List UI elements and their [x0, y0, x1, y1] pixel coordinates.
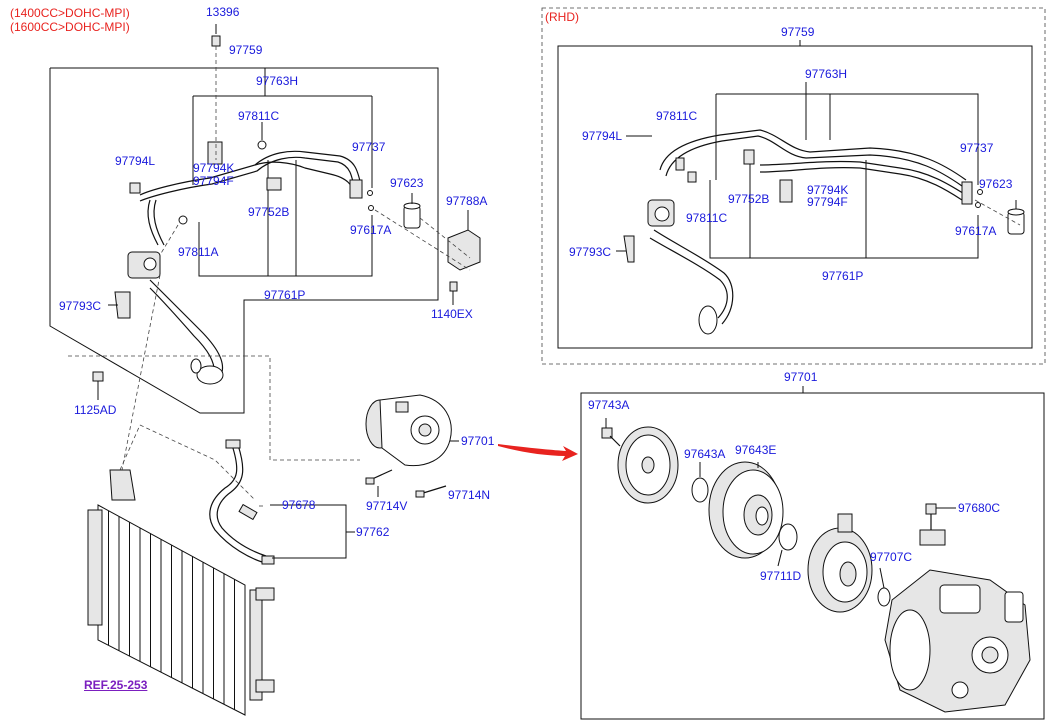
detail-part-label-97711d[interactable]: 97711D	[760, 569, 802, 583]
rhd-part-label-97811c-low[interactable]: 97811C	[686, 211, 728, 225]
rhd-part-label-97737[interactable]: 97737	[960, 141, 994, 155]
rhd-part-label-97761p[interactable]: 97761P	[822, 269, 864, 283]
compressor-small	[365, 394, 459, 498]
detail-part-label-97643e[interactable]: 97643E	[735, 443, 777, 457]
part-label-97623[interactable]: 97623	[390, 176, 424, 190]
part-label-1140ex[interactable]: 1140EX	[431, 307, 473, 321]
part-label-1125ad[interactable]: 1125AD	[74, 403, 117, 417]
engine-note-1600: (1600CC>DOHC-MPI)	[10, 20, 130, 34]
rhd-part-label-97759[interactable]: 97759	[781, 25, 815, 39]
detail-part-label-97643a[interactable]: 97643A	[684, 447, 726, 461]
part-label-97793c[interactable]: 97793C	[59, 299, 102, 313]
detail-part-label-97743a[interactable]: 97743A	[588, 398, 630, 412]
rhd-hose-group	[541, 7, 1046, 365]
compressor-detail	[580, 386, 1045, 720]
part-label-97811c[interactable]: 97811C	[238, 109, 280, 123]
part-label-13396[interactable]: 13396	[206, 5, 240, 19]
part-label-97794f[interactable]: 97794F	[193, 174, 234, 188]
part-label-97763h[interactable]: 97763H	[256, 74, 299, 88]
rhd-part-label-97794f[interactable]: 97794F	[807, 195, 848, 209]
part-label-97617a[interactable]: 97617A	[350, 223, 392, 237]
discharge-hose-97762	[209, 439, 355, 565]
part-label-97759[interactable]: 97759	[229, 43, 263, 57]
part-label-97762[interactable]: 97762	[356, 525, 390, 539]
part-label-97752b[interactable]: 97752B	[248, 205, 290, 219]
rhd-note: (RHD)	[545, 10, 579, 24]
part-label-97788a[interactable]: 97788A	[446, 194, 488, 208]
detail-part-label-97707c[interactable]: 97707C	[870, 550, 913, 564]
rhd-part-label-97752b[interactable]: 97752B	[728, 192, 770, 206]
detail-part-label-97680c[interactable]: 97680C	[958, 501, 1001, 515]
red-arrow	[498, 444, 578, 461]
rhd-part-label-97794k[interactable]: 97794K	[807, 183, 849, 197]
condenser	[87, 469, 275, 716]
lhd-hose-group	[49, 24, 481, 501]
detail-part-label-97701[interactable]: 97701	[784, 370, 818, 384]
part-label-97811a[interactable]: 97811A	[178, 245, 219, 259]
part-label-97761p[interactable]: 97761P	[264, 288, 306, 302]
part-label-97701[interactable]: 97701	[461, 434, 495, 448]
part-label-97678[interactable]: 97678	[282, 498, 316, 512]
rhd-part-label-97623[interactable]: 97623	[979, 177, 1013, 191]
ref-link-25-253[interactable]: REF.25-253	[84, 678, 148, 692]
part-label-97714v[interactable]: 97714V	[366, 499, 408, 513]
rhd-part-label-97811c-top[interactable]: 97811C	[656, 109, 698, 123]
rhd-part-label-97763h[interactable]: 97763H	[805, 67, 848, 81]
rhd-part-label-97794l[interactable]: 97794L	[582, 129, 623, 143]
engine-note-1400: (1400CC>DOHC-MPI)	[10, 6, 130, 20]
rhd-part-label-97617a[interactable]: 97617A	[955, 224, 997, 238]
part-label-97714n[interactable]: 97714N	[448, 488, 491, 502]
part-label-97794l[interactable]: 97794L	[115, 154, 156, 168]
part-label-97737[interactable]: 97737	[352, 140, 386, 154]
part-label-97794k[interactable]: 97794K	[193, 161, 235, 175]
rhd-part-label-97793c[interactable]: 97793C	[569, 245, 612, 259]
